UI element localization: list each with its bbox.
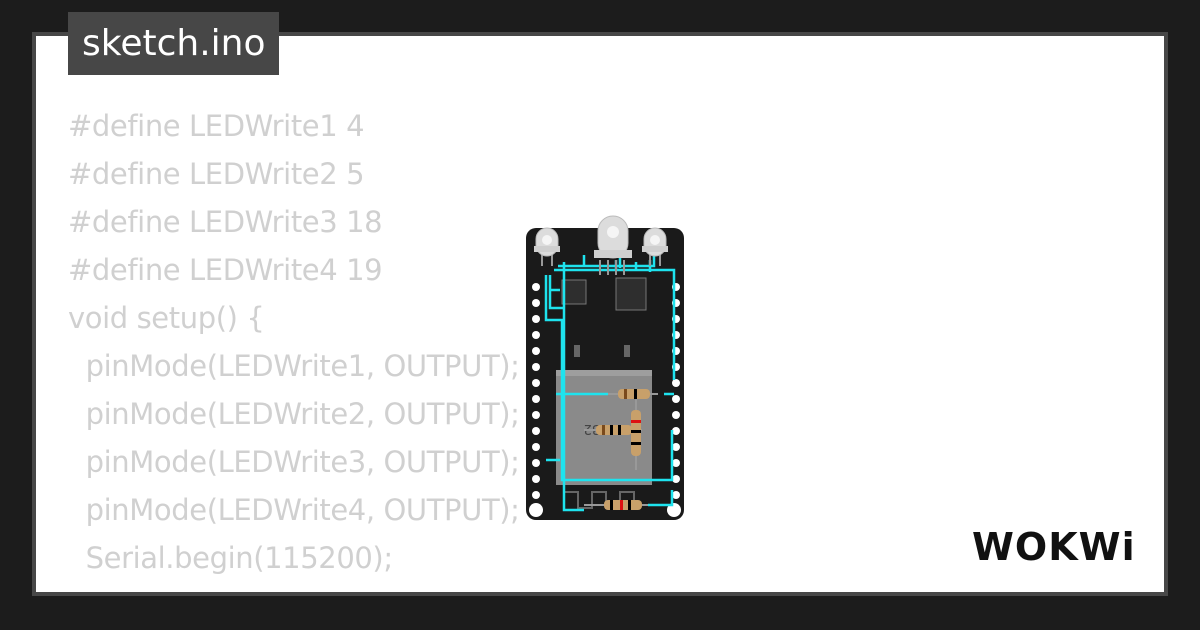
left-header-pins	[532, 283, 540, 499]
code-line: #define LEDWrite3 18	[68, 205, 383, 239]
code-line: #define LEDWrite2 5	[68, 157, 365, 191]
code-line: #define LEDWrite1 4	[68, 109, 365, 143]
code-listing: #define LEDWrite1 4 #define LEDWrite2 5 …	[68, 102, 583, 592]
code-line: void setup() {	[68, 301, 265, 335]
resistor	[608, 389, 658, 399]
code-line: #define LEDWrite4 19	[68, 253, 383, 287]
resistor	[631, 395, 641, 470]
code-line: Serial.begin(115200);	[68, 541, 393, 575]
circuit-diagram: ESP32	[526, 215, 684, 520]
file-name-tab: sketch.ino	[68, 12, 280, 75]
code-line: pinMode(LEDWrite4, OUTPUT);	[68, 493, 520, 527]
code-line: pinMode(LEDWrite3, OUTPUT);	[68, 445, 520, 479]
wokwi-logo: WOKWi	[972, 525, 1136, 569]
brand-logo-text: WOKWi	[972, 525, 1136, 569]
led-left	[534, 227, 560, 266]
led-rgb	[594, 215, 632, 275]
code-line: Serial.println("LOVEMELOVEME...");	[68, 582, 583, 592]
code-card: #define LEDWrite1 4 #define LEDWrite2 5 …	[32, 32, 1168, 596]
code-line: pinMode(LEDWrite1, OUTPUT);	[68, 349, 520, 383]
resistor	[584, 500, 648, 510]
code-line: pinMode(LEDWrite2, OUTPUT);	[68, 397, 520, 431]
led-right	[642, 227, 668, 266]
wires	[544, 255, 676, 512]
